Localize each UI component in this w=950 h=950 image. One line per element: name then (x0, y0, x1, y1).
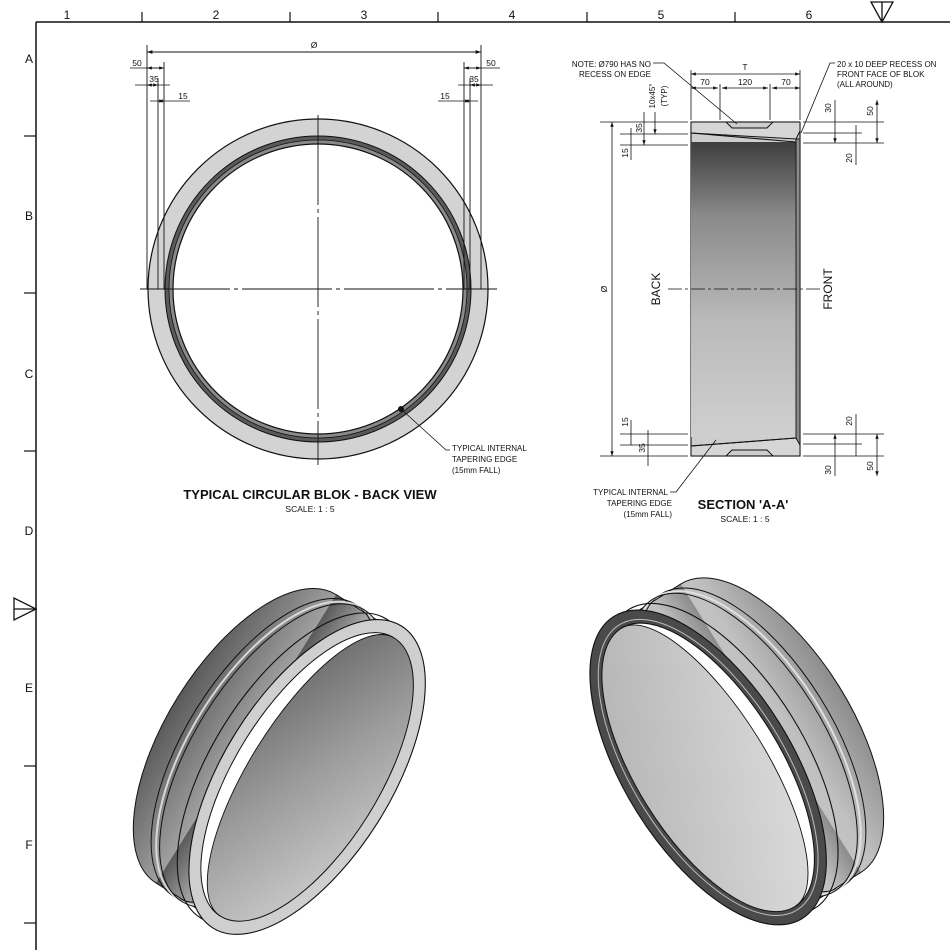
col-label-2: 2 (213, 8, 220, 22)
back-view-witness-lines (146, 45, 482, 289)
back-note-line-2: TAPERING EDGE (452, 455, 517, 464)
back-view-title: TYPICAL CIRCULAR BLOK - BACK VIEW (183, 487, 437, 502)
left-dim-bottom-15: 15 (620, 417, 630, 427)
left-dim-bottom-35: 35 (637, 443, 647, 453)
back-dim-left-15: 15 (178, 91, 188, 101)
note-bottom-left-1: TYPICAL INTERNAL (593, 488, 668, 497)
right-dim-bottom-50: 50 (865, 461, 875, 471)
back-view: Ø 50 35 15 50 35 15 TYPICAL INTERNAL TA (130, 40, 527, 514)
note-bottom-left-2: TAPERING EDGE (607, 499, 672, 508)
back-dim-right-35: 35 (469, 74, 479, 84)
centering-mark-left-icon (13, 596, 38, 622)
row-label-d: D (25, 524, 34, 538)
centering-mark-top-icon (869, 1, 895, 24)
section-scale: SCALE: 1 : 5 (720, 514, 769, 524)
back-diameter-label: Ø (311, 40, 318, 50)
note-top-right-3: (ALL AROUND) (837, 80, 893, 89)
column-labels: 1 2 3 4 5 6 (64, 8, 813, 22)
note-top-left-1: NOTE: Ø790 HAS NO (572, 60, 651, 69)
chamfer-label: 10x45° (648, 84, 657, 109)
note-top-left-2: RECESS ON EDGE (579, 70, 651, 79)
back-note-line-1: TYPICAL INTERNAL (452, 444, 527, 453)
back-dim-left-35: 35 (149, 74, 159, 84)
chamfer-typ: (TYP) (660, 85, 669, 106)
col-label-4: 4 (509, 8, 516, 22)
isometric-view-back (132, 588, 426, 935)
section-diameter-label: Ø (599, 285, 609, 292)
col-label-3: 3 (361, 8, 368, 22)
row-ticks (24, 135, 36, 924)
row-label-b: B (25, 209, 33, 223)
row-label-a: A (25, 52, 33, 66)
back-label: BACK (649, 273, 663, 306)
back-note-line-3: (15mm FALL) (452, 466, 501, 475)
note-top-right-1: 20 x 10 DEEP RECESS ON (837, 60, 937, 69)
right-dim-bottom-20: 20 (844, 416, 854, 426)
col-label-5: 5 (658, 8, 665, 22)
sheet-border (35, 21, 950, 950)
right-dim-top-30: 30 (823, 103, 833, 113)
note-bottom-left-3: (15mm FALL) (624, 510, 673, 519)
front-label: FRONT (821, 268, 835, 310)
top-dim-70-left: 70 (700, 77, 710, 87)
row-label-c: C (25, 367, 34, 381)
row-label-e: E (25, 681, 33, 695)
row-labels: A B C D E F (25, 52, 34, 852)
right-dim-top-50: 50 (865, 106, 875, 116)
section-title: SECTION 'A-A' (698, 497, 789, 512)
back-dim-left-50: 50 (132, 58, 142, 68)
col-label-1: 1 (64, 8, 71, 22)
center-lines (140, 115, 497, 465)
note-top-right-2: FRONT FACE OF BLOK (837, 70, 925, 79)
back-dim-right-50: 50 (486, 58, 496, 68)
top-dim-120: 120 (738, 77, 752, 87)
row-label-f: F (25, 838, 32, 852)
right-dim-bottom-30: 30 (823, 465, 833, 475)
column-ticks (141, 12, 736, 22)
back-dim-right-15: 15 (440, 91, 450, 101)
thickness-label: T (742, 62, 747, 72)
top-dim-70-right: 70 (781, 77, 791, 87)
right-dim-top-20: 20 (844, 153, 854, 163)
section-view: BACK FRONT T 70 120 70 10x45° (TYP) (572, 60, 937, 524)
left-dim-top-15: 15 (620, 148, 630, 158)
isometric-view-front (589, 577, 885, 926)
col-label-6: 6 (806, 8, 813, 22)
left-dim-top-35: 35 (634, 123, 644, 133)
back-view-scale: SCALE: 1 : 5 (285, 504, 334, 514)
